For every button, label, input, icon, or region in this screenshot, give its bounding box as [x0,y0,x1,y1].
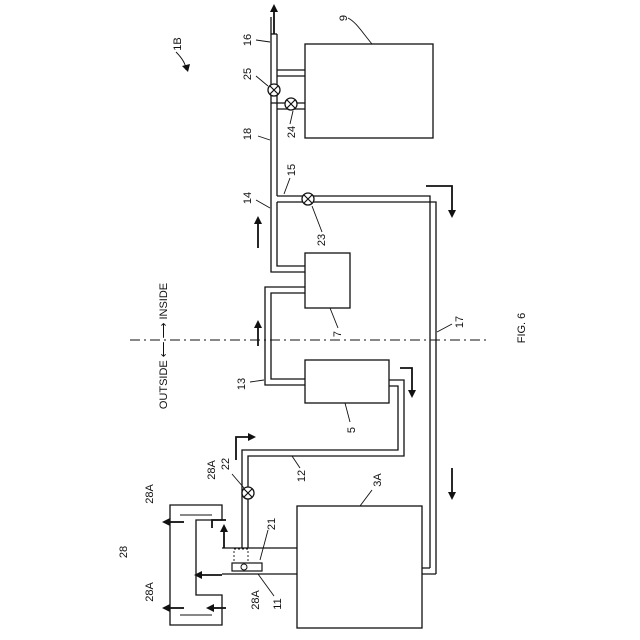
component-21-dashed [234,549,248,563]
valve-25 [268,84,280,96]
label-7: 7 [332,331,344,337]
leader-14 [256,200,270,208]
arrow-28-c-head [162,518,170,526]
label-28a-top: 28A [206,460,218,480]
label-28a-left-bottom: 28A [144,582,156,602]
label-outside-inside: OUTSIDE ⟵ ⟶ INSIDE [158,283,170,409]
leader-18 [258,136,270,140]
leader-13 [250,380,264,382]
label-22: 22 [220,458,232,470]
leader-9 [348,18,372,44]
component-5-box [305,360,389,403]
branch-25-to-9 [277,70,305,76]
label-9: 9 [338,15,350,21]
leader-17 [437,324,452,332]
leader-1b-head [182,64,190,72]
flow-arrow-13-head [254,320,262,328]
leader-5 [345,403,350,422]
component-3a-box [297,506,422,628]
leader-15 [284,178,290,194]
label-16: 16 [242,34,254,46]
label-28a-left-top: 28A [144,484,156,504]
component-28-body [170,505,222,625]
leader-12 [292,456,300,468]
label-13: 13 [236,378,248,390]
valve-23 [302,193,314,205]
label-17: 17 [454,316,466,328]
leader-25 [256,76,268,86]
label-12: 12 [296,470,308,482]
component-9-box [305,44,433,138]
flow-arrow-5-in-head [408,390,416,398]
pipe-17-bottom [422,568,436,574]
valve-22 [242,487,254,499]
arrow-28-d-head [194,571,202,579]
leader-24 [290,111,293,124]
flow-arrow-17-top-head [448,210,456,218]
leader-3a [360,490,372,506]
pipe-13 [265,287,305,385]
label-14: 14 [242,192,254,204]
arrow-22-head [248,433,256,441]
label-3a: 3A [372,473,384,487]
label-21: 21 [266,518,278,530]
label-24: 24 [286,126,298,138]
label-15: 15 [286,164,298,176]
label-28a-bottom: 28A [250,590,262,610]
arrow-28-e-head [162,604,170,612]
flow-arrow-14-head [254,216,262,224]
valve-24 [285,98,297,110]
pipe-16-18 [271,17,277,196]
label-1b: 1B [172,37,184,50]
label-25: 25 [242,68,254,80]
leader-16 [256,40,270,42]
leader-7 [330,308,338,328]
label-28: 28 [118,546,130,558]
pipe-14-upper [271,196,305,272]
component-7-box [305,253,350,308]
arrow-16-head [270,4,278,12]
flow-arrow-17-bottom-head [448,492,456,500]
component-21-dot [241,564,247,570]
arrow-28-a-head [220,524,228,532]
label-23: 23 [316,234,328,246]
arrow-28-f-head [206,604,214,612]
label-5: 5 [346,427,358,433]
leader-21 [260,530,268,560]
label-11: 11 [272,598,284,609]
label-18: 18 [242,128,254,140]
label-fig: FIG. 6 [516,313,528,344]
leader-23 [312,206,322,232]
